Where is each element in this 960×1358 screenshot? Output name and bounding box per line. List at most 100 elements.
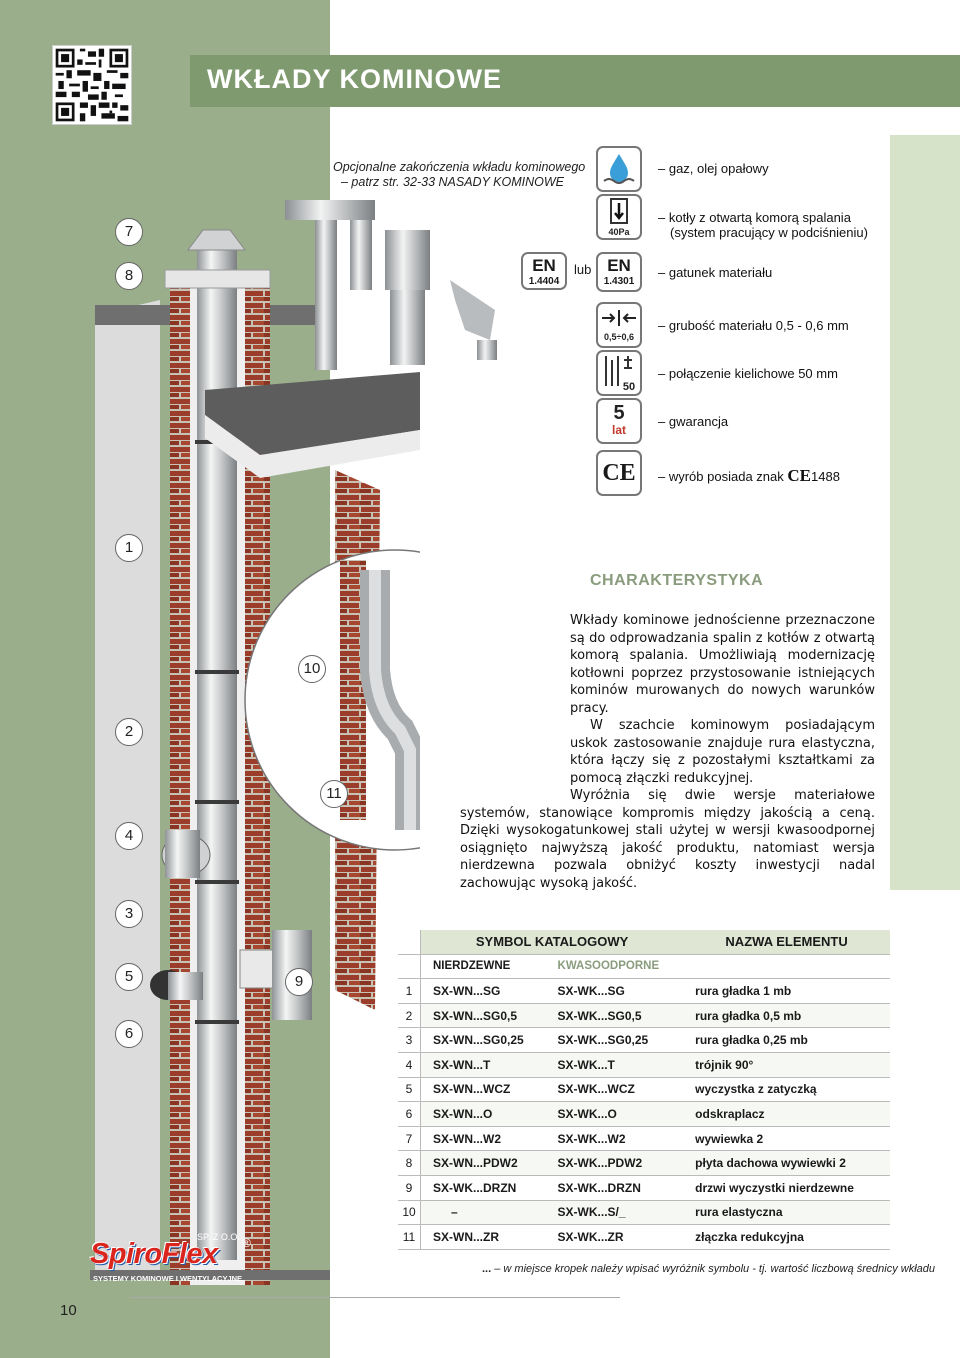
row-element-name: odskraplacz: [683, 1101, 890, 1127]
feature-boiler-text: kotły z otwartą komorą spalania: [668, 210, 851, 225]
row-element-name: złączka redukcyjna: [683, 1224, 890, 1250]
thickness-icon-text: 0,5÷0,6: [604, 332, 634, 342]
qr-code[interactable]: [52, 45, 132, 125]
en-standard-icon: EN 1.4301: [596, 252, 642, 292]
row-index: 10: [398, 1200, 421, 1226]
feature-thickness-label: – grubość materiału 0,5 - 0,6 mm: [658, 318, 849, 333]
en-standard-sub: 1.4301: [603, 276, 635, 287]
title-bar: [190, 55, 960, 107]
water-drop-icon: [596, 146, 642, 192]
row-symbol-nierdzewne: SX-WN...W2: [420, 1126, 546, 1152]
row-index: 1: [398, 978, 421, 1004]
callout-9: 9: [285, 968, 313, 996]
callout-8: 8: [115, 262, 143, 290]
feature-ce-label: – wyrób posiada znak CE1488: [658, 466, 840, 485]
row-symbol-kwasoodporne: SX-WK...W2: [545, 1126, 684, 1152]
row-symbol-nierdzewne: SX-WN...T: [420, 1052, 546, 1078]
optional-terminations-note: Opcjonalne zakończenia wkładu kominowego…: [333, 160, 593, 190]
chimney-illustration: [90, 229, 420, 1285]
row-element-name: płyta dachowa wywiewki 2: [683, 1150, 890, 1176]
header-index-cell: [398, 930, 421, 955]
row-symbol-kwasoodporne: SX-WK...PDW2: [545, 1150, 684, 1176]
desc-paragraph-2: W szachcie kominowym posiadającym uskok …: [570, 718, 875, 786]
logo-registered: ®: [242, 1236, 251, 1250]
row-element-name: rura gładka 0,5 mb: [683, 1003, 890, 1029]
warranty-icon: 5 lat: [596, 398, 642, 444]
footer-rule: [130, 1297, 620, 1298]
socket-connection-icon: 50: [596, 350, 642, 396]
lub-label: lub: [574, 262, 592, 277]
row-symbol-kwasoodporne: SX-WK...ZR: [545, 1224, 684, 1250]
feature-thickness-text: grubość materiału 0,5 - 0,6 mm: [668, 318, 849, 333]
pressure-icon: 40Pa: [596, 194, 642, 240]
en-label: EN: [532, 256, 556, 275]
logo-brand: SpiroFlex: [90, 1238, 218, 1270]
row-element-name: rura gładka 1 mb: [683, 978, 890, 1004]
warranty-years: 5: [613, 402, 625, 424]
ce-mark-icon: CE: [596, 450, 642, 496]
row-index: 9: [398, 1175, 421, 1201]
row-index: 11: [398, 1224, 421, 1250]
feature-warranty-text: gwarancja: [668, 414, 729, 429]
catalog-table: SYMBOL KATALOGOWY NAZWA ELEMENTU NIERDZE…: [398, 930, 890, 1250]
ce-mark-inline: CE: [787, 466, 811, 485]
row-symbol-nierdzewne: SX-WN...PDW2: [420, 1150, 546, 1176]
footnote-dots: ...: [482, 1263, 492, 1275]
row-symbol-nierdzewne: SX-WN...SG0,5: [420, 1003, 546, 1029]
row-symbol-kwasoodporne: SX-WK...DRZN: [545, 1175, 684, 1201]
row-symbol-nierdzewne: SX-WN...SG: [420, 978, 546, 1004]
callout-6: 6: [115, 1020, 143, 1048]
row-element-name: wyczystka z zatyczką: [683, 1077, 890, 1103]
row-element-name: wywiewka 2: [683, 1126, 890, 1152]
socket-icon-text: 50: [623, 381, 635, 393]
header-symbol: SYMBOL KATALOGOWY: [420, 930, 684, 955]
feature-warranty-label: – gwarancja: [658, 414, 729, 429]
feature-material-label: – gatunek materiału: [658, 265, 773, 280]
en-1.4404-icon: EN 1.4404: [521, 252, 567, 290]
header-name: NAZWA ELEMENTU: [683, 930, 890, 955]
row-symbol-nierdzewne: SX-WN...SG0,25: [420, 1027, 546, 1053]
row-symbol-kwasoodporne: SX-WK...WCZ: [545, 1077, 684, 1103]
row-symbol-nierdzewne: SX-WN...WCZ: [420, 1077, 546, 1103]
feature-fuel-text: gaz, olej opałowy: [668, 161, 769, 176]
callout-10: 10: [298, 655, 326, 683]
spiroflex-logo[interactable]: SP. Z O.O. SpiroFlex ® SYSTEMY KOMINOWE …: [90, 1232, 260, 1288]
row-symbol-nierdzewne: SX-WK...DRZN: [420, 1175, 546, 1201]
subheader-nierdzewne: NIERDZEWNE: [420, 954, 546, 980]
qr-code-icon: [53, 46, 131, 124]
table-row: 10–SX-WK...S/_rura elastyczna: [398, 1200, 890, 1226]
row-element-name: rura gładka 0,25 mb: [683, 1027, 890, 1053]
row-element-name: trójnik 90°: [683, 1052, 890, 1078]
row-symbol-kwasoodporne: SX-WK...O: [545, 1101, 684, 1127]
en-sub-label: 1.4404: [528, 276, 560, 287]
callout-1: 1: [115, 534, 143, 562]
row-index: 3: [398, 1027, 421, 1053]
page-title: WKŁADY KOMINOWE: [207, 64, 502, 94]
row-index: 7: [398, 1126, 421, 1152]
note-line-2: – patrz str. 32-33 NASADY KOMINOWE: [341, 175, 564, 189]
row-symbol-kwasoodporne: SX-WK...T: [545, 1052, 684, 1078]
logo-company: SP. Z O.O.: [197, 1232, 240, 1242]
feature-socket-label: – połączenie kielichowe 50 mm: [658, 366, 838, 381]
thickness-icon: 0,5÷0,6: [596, 302, 642, 348]
page-number: 10: [60, 1302, 77, 1319]
warranty-unit: lat: [611, 423, 626, 437]
row-index: 2: [398, 1003, 421, 1029]
row-symbol-nierdzewne: –: [420, 1200, 546, 1226]
row-index: 5: [398, 1077, 421, 1103]
footnote-text: – w miejsce kropek należy wpisać wyróżni…: [494, 1263, 935, 1275]
characteristics-text: Wkłady kominowe jednościenne przeznaczon…: [440, 612, 875, 892]
feature-boiler-text-2: (system pracujący w podciśnieniu): [670, 225, 868, 240]
row-symbol-kwasoodporne: SX-WK...SG0,5: [545, 1003, 684, 1029]
callout-4: 4: [115, 822, 143, 850]
right-green-band: [890, 135, 960, 890]
callout-7: 7: [115, 218, 143, 246]
terminations-illustration: [285, 200, 497, 370]
